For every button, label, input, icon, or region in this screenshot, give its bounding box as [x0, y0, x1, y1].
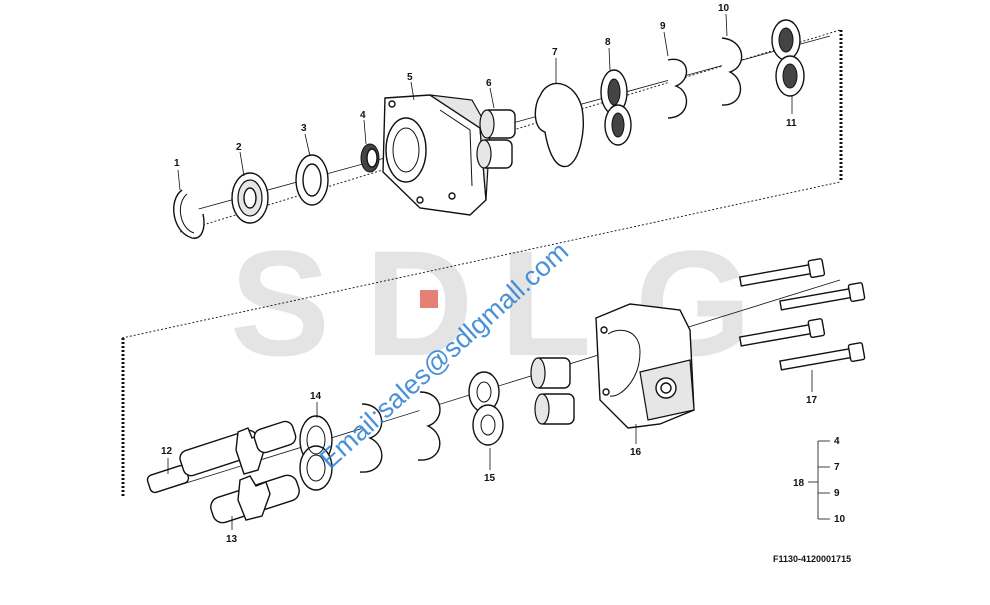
part-11-seal — [771, 19, 805, 97]
drawing-number: F1130-4120001715 — [773, 554, 851, 564]
kit-item-10: 10 — [834, 514, 846, 525]
lower-clip-b — [417, 391, 441, 461]
part-14-seal-plate — [299, 415, 333, 491]
callout-6: 6 — [486, 78, 492, 89]
callout-labels: 1 2 3 4 5 6 7 8 9 10 11 12 13 14 15 16 1… — [161, 3, 818, 545]
callout-7: 7 — [552, 47, 558, 58]
part-3-washer — [295, 154, 329, 206]
callout-10: 10 — [718, 3, 730, 14]
callout-16: 16 — [630, 447, 642, 458]
callout-leaders — [167, 13, 813, 530]
kit-item-9: 9 — [834, 488, 840, 499]
callout-12: 12 — [161, 446, 173, 457]
lower-needle-bearings — [530, 357, 575, 425]
callout-14: 14 — [310, 391, 322, 402]
part-8-seal-plate — [600, 69, 632, 146]
part-13-driven-gear — [210, 474, 300, 524]
callout-8: 8 — [605, 37, 611, 48]
kit-item-7: 7 — [834, 462, 840, 473]
callout-1: 1 — [174, 158, 180, 169]
part-15-plate — [468, 371, 504, 446]
part-7-gasket — [534, 82, 584, 168]
part-6-needle-bearings — [476, 109, 516, 169]
part-5-housing — [382, 94, 491, 216]
kit-number: 18 — [793, 478, 805, 489]
callout-5: 5 — [407, 72, 413, 83]
callout-11: 11 — [786, 118, 797, 129]
part-9-clip — [667, 58, 688, 119]
lower-clip-a — [359, 403, 383, 473]
callout-15: 15 — [484, 473, 496, 484]
part-2-bearing — [231, 172, 269, 224]
callout-3: 3 — [301, 123, 307, 134]
watermark-letter-d: D — [365, 219, 473, 387]
kit-item-4: 4 — [834, 436, 840, 447]
callout-13: 13 — [226, 534, 238, 545]
part-16-gear-housing — [595, 303, 695, 429]
part-4-o-ring — [360, 143, 380, 173]
lower-axis — [169, 279, 841, 489]
part-12-drive-shaft — [146, 420, 297, 494]
callout-9: 9 — [660, 21, 666, 32]
part-1-snap-ring — [173, 189, 205, 239]
kit-legend: 18 4 7 9 10 — [793, 436, 846, 525]
callout-2: 2 — [236, 142, 242, 153]
part-17-bolts — [738, 258, 866, 371]
watermark-red-square — [420, 290, 438, 308]
watermark-letter-s: S — [230, 219, 330, 387]
callout-4: 4 — [360, 110, 366, 121]
callout-17: 17 — [806, 395, 818, 406]
part-10-clip — [721, 37, 743, 106]
